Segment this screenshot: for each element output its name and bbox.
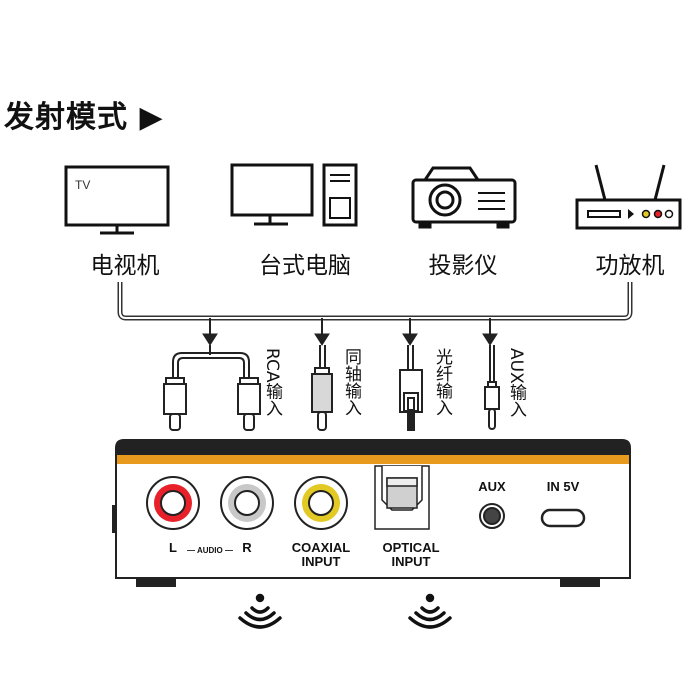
cable-label-aux: AUX输入: [506, 348, 526, 418]
coaxial-port: [294, 476, 348, 530]
cable-label-optical: 光纤输入: [432, 348, 452, 416]
rca-cable-icon: [163, 345, 261, 431]
arrow-down-icon: [202, 318, 218, 346]
wireless-signal-icon: [408, 593, 452, 629]
coaxial-cable-icon: [311, 345, 333, 431]
port-label-coaxial: COAXIAL: [291, 540, 351, 555]
arrows: [202, 318, 498, 346]
projector-icon: [411, 166, 517, 229]
port-label-optical-sub: INPUT: [391, 554, 431, 569]
port-label-r: R: [242, 540, 252, 555]
device-label-tv: 电视机: [90, 253, 160, 279]
cable-label-coaxial: 同轴输入: [341, 348, 361, 416]
arrow-down-icon: [402, 318, 418, 346]
arrow-down-icon: [314, 318, 330, 346]
port-label-audio: — AUDIO —: [187, 546, 233, 555]
aux-cable-icon: [484, 345, 500, 430]
rca-right-port: [220, 476, 274, 530]
port-label-power: IN 5V: [546, 479, 580, 494]
tv-icon: [64, 165, 170, 235]
device-label-desktop: 台式电脑: [259, 253, 351, 279]
optical-cable-icon: [399, 345, 423, 431]
optical-port: [374, 465, 430, 530]
port-label-l: L: [169, 540, 177, 555]
page-title: 发射模式 ▶: [4, 100, 164, 135]
cable-label-rca: RCA输入: [262, 348, 282, 417]
amplifier-icon: [575, 164, 682, 230]
usb-c-port: [540, 508, 586, 528]
connection-bracket: [117, 282, 633, 321]
converter-device: [112, 439, 631, 587]
device-label-amplifier: 功放机: [595, 253, 665, 279]
device-label-projector: 投影仪: [428, 253, 498, 279]
tv-screen-text: TV: [75, 178, 91, 192]
rca-left-port: [146, 476, 200, 530]
arrow-down-icon: [482, 318, 498, 346]
port-label-optical: OPTICAL: [382, 540, 440, 555]
desktop-computer-icon: [230, 163, 358, 227]
wireless-signal-icon: [238, 593, 282, 629]
port-label-coaxial-sub: INPUT: [301, 554, 341, 569]
aux-port: [479, 503, 505, 529]
port-label-aux: AUX: [478, 479, 506, 494]
